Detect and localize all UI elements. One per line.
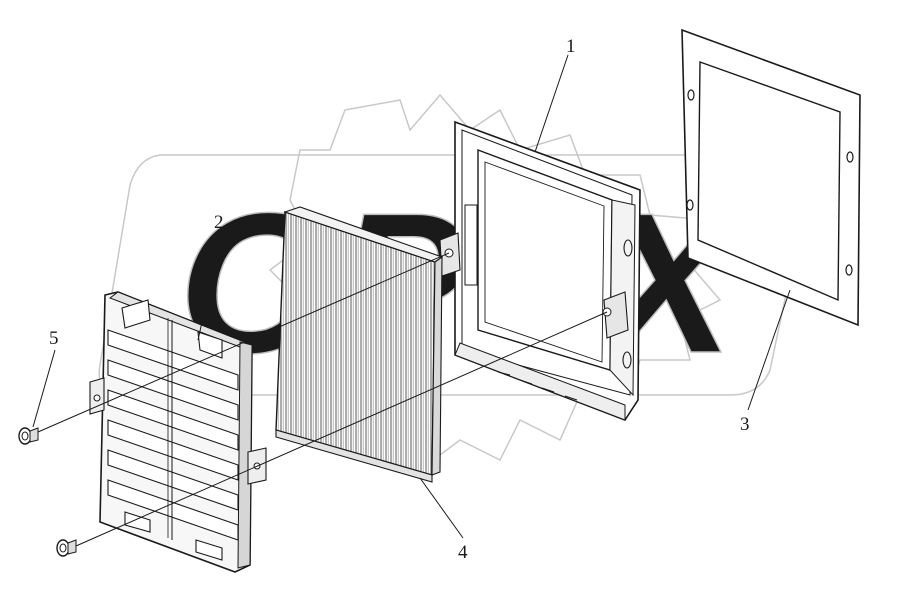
leader-2 (197, 231, 223, 341)
leader-3 (747, 289, 791, 411)
gasket-hole (687, 89, 695, 101)
housing-boss (623, 239, 633, 257)
callout-2: 2 (214, 212, 224, 233)
callout-4: 4 (458, 542, 468, 563)
grille-louvers (107, 329, 239, 541)
part-screw-lower (56, 539, 77, 557)
leader-4 (419, 477, 464, 539)
grille-clip (197, 331, 223, 359)
gasket-hole (686, 199, 694, 211)
callout-1: 1 (566, 36, 576, 57)
housing-slot (464, 204, 478, 286)
grille-clip (195, 539, 223, 561)
housing-boss (622, 351, 632, 369)
leader-1 (534, 54, 569, 153)
part-screw-upper (18, 427, 39, 445)
part-filter (275, 206, 444, 483)
part-housing (439, 120, 641, 421)
grille-clip (121, 299, 151, 329)
part-gasket (681, 28, 861, 327)
axis-line-upper (37, 252, 450, 433)
part-grille (89, 291, 267, 573)
gasket-hole (846, 151, 854, 163)
assembly-lines (37, 252, 608, 547)
leader-5 (32, 349, 56, 428)
axis-line-lower (75, 311, 608, 547)
callout-5: 5 (49, 328, 59, 349)
leader-lines (32, 54, 791, 539)
gasket-hole (845, 264, 853, 276)
callout-3: 3 (740, 414, 750, 435)
